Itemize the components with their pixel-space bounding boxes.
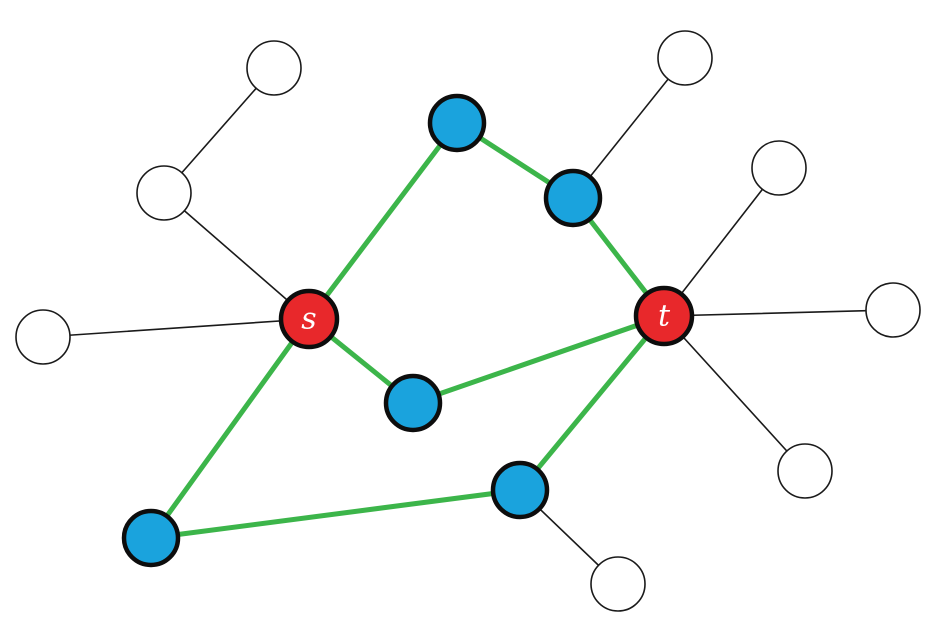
- edge-leaf-g-t: [663, 315, 806, 472]
- leaf-node: [246, 40, 302, 96]
- edge-blue-5-t: [517, 313, 667, 493]
- source-node: s: [278, 288, 340, 350]
- edge-blue-3-t: [410, 313, 667, 406]
- target-node-label: t: [658, 299, 671, 334]
- source-node-circle: [278, 288, 340, 350]
- edge-leaf-d-blue-3: [572, 57, 686, 199]
- edge-s-blue-1: [306, 120, 460, 322]
- edge-leaf-f-t: [663, 309, 894, 317]
- leaf-node: [136, 165, 192, 221]
- source-node-label: s: [301, 302, 316, 337]
- edge-blue-4-blue-5: [148, 487, 523, 541]
- path-node: [121, 508, 181, 568]
- path-nodes: [121, 93, 603, 568]
- leaf-node: [590, 556, 646, 612]
- leaf-node: [777, 443, 833, 499]
- leaf-node: [751, 140, 807, 196]
- path-node: [490, 460, 550, 520]
- path-node: [427, 93, 487, 153]
- edge-leaf-e-t: [663, 167, 780, 317]
- leaf-nodes: [15, 30, 921, 612]
- leaf-node: [15, 309, 71, 365]
- leaf-node: [865, 282, 921, 338]
- plain-edges: [42, 57, 894, 585]
- edge-leaf-c-s: [42, 318, 310, 338]
- path-node: [543, 168, 603, 228]
- target-node-circle: [633, 285, 695, 347]
- leaf-node: [657, 30, 713, 86]
- target-node: t: [633, 285, 695, 347]
- edge-leaf-b-s: [163, 192, 310, 320]
- edge-s-blue-4: [148, 316, 312, 541]
- path-node: [383, 373, 443, 433]
